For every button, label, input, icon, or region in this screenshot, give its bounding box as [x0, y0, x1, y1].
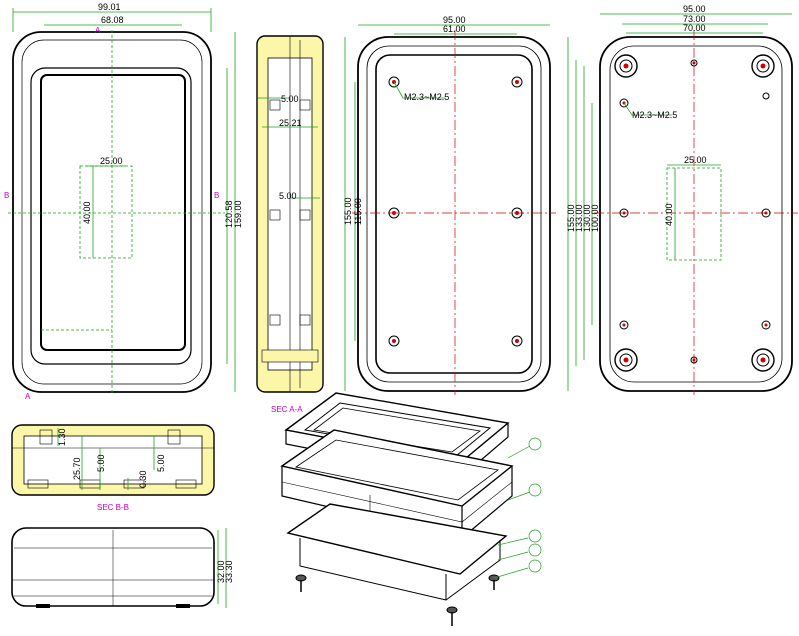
section-aa-dim-depth: 25.21 — [279, 118, 302, 128]
bottom-dim-width: 95.00 — [683, 4, 706, 14]
section-bb-dim-b: 25.70 — [72, 457, 82, 480]
boss-top-left — [614, 54, 638, 78]
side-view: 32.00 33.30 — [11, 527, 234, 608]
section-aa-dim-wall-top: 5.00 — [281, 94, 299, 104]
bottom-view: 95.00 73.00 70.00 155.00 133.00 130.00 1… — [566, 4, 798, 395]
front-dim-window-height: 40.00 — [82, 201, 92, 224]
screw-left — [295, 574, 307, 592]
bottom-dim-boss-spacing: 73.00 — [683, 14, 706, 24]
section-mark-a-bottom: A — [25, 392, 31, 401]
front-dim-width: 99.01 — [98, 2, 121, 12]
top-inner-view: 95.00 61.00 155.00 115.00 M2.3~M2.5 — [343, 15, 556, 395]
front-dim-inner-height: 120.58 — [224, 200, 234, 228]
section-bb-dim-a: 1.30 — [57, 428, 67, 446]
section-a-a: 5.00 25.21 5.00 SEC A-A — [256, 35, 324, 414]
top-dim-hole-height: 115.00 — [353, 198, 363, 225]
bottom-dim-h4: 100.00 — [590, 204, 600, 232]
top-dim-height: 155.00 — [343, 197, 353, 225]
bottom-cover-part — [286, 503, 508, 601]
mounting-hole-top-right — [511, 76, 523, 88]
front-dim-height: 159.00 — [233, 200, 243, 228]
section-aa-label: SEC A-A — [271, 405, 303, 414]
bottom-screw-callout: M2.3~M2.5 — [632, 110, 677, 120]
top-screw-callout: M2.3~M2.5 — [404, 92, 449, 102]
bottom-dim-height: 155.00 — [566, 204, 576, 232]
mounting-hole-mid-right — [511, 207, 523, 219]
bottom-dim-boss-inner: 70.00 — [683, 23, 706, 33]
top-dim-hole-spacing: 61.00 — [443, 24, 466, 34]
boss-top-right — [751, 54, 775, 78]
bottom-dim-h3: 130.00 — [582, 204, 592, 232]
section-bb-dim-d: 0.30 — [138, 470, 148, 488]
section-mark-b-left: B — [4, 191, 9, 200]
section-bb-label: SEC B-B — [97, 503, 129, 512]
mounting-hole-bottom-right — [511, 335, 523, 347]
front-dim-window-width: 25.00 — [100, 156, 123, 166]
bottom-dim-h2: 133.00 — [574, 204, 584, 232]
side-dim-b: 33.30 — [224, 560, 234, 583]
section-mark-b-right: B — [214, 191, 219, 200]
front-view: 99.01 68.08 25.00 40.00 120.58 159.00 A … — [4, 2, 243, 401]
section-aa-dim-wall-mid: 5.00 — [279, 191, 297, 201]
boss-bottom-right — [751, 348, 775, 372]
exploded-assembly — [280, 392, 542, 626]
bottom-dim-window-width: 25.00 — [684, 155, 707, 165]
front-dim-inner-width: 68.08 — [101, 15, 124, 25]
top-dim-width: 95.00 — [443, 15, 466, 25]
boss-bottom-left — [614, 348, 638, 372]
mounting-hole-bottom-left — [388, 335, 400, 347]
bottom-dim-window-height: 40.00 — [664, 203, 674, 226]
section-mark-a-top: A — [95, 26, 101, 35]
section-bb-dim-e: 5.00 — [156, 454, 166, 472]
mounting-hole-mid-left — [388, 207, 400, 219]
screw-bottom — [446, 606, 458, 626]
section-b-b: 1.30 25.70 5.00 0.30 5.00 SEC B-B — [11, 424, 215, 512]
side-dim-a: 32.00 — [216, 560, 226, 583]
section-bb-dim-c: 5.00 — [96, 454, 106, 472]
